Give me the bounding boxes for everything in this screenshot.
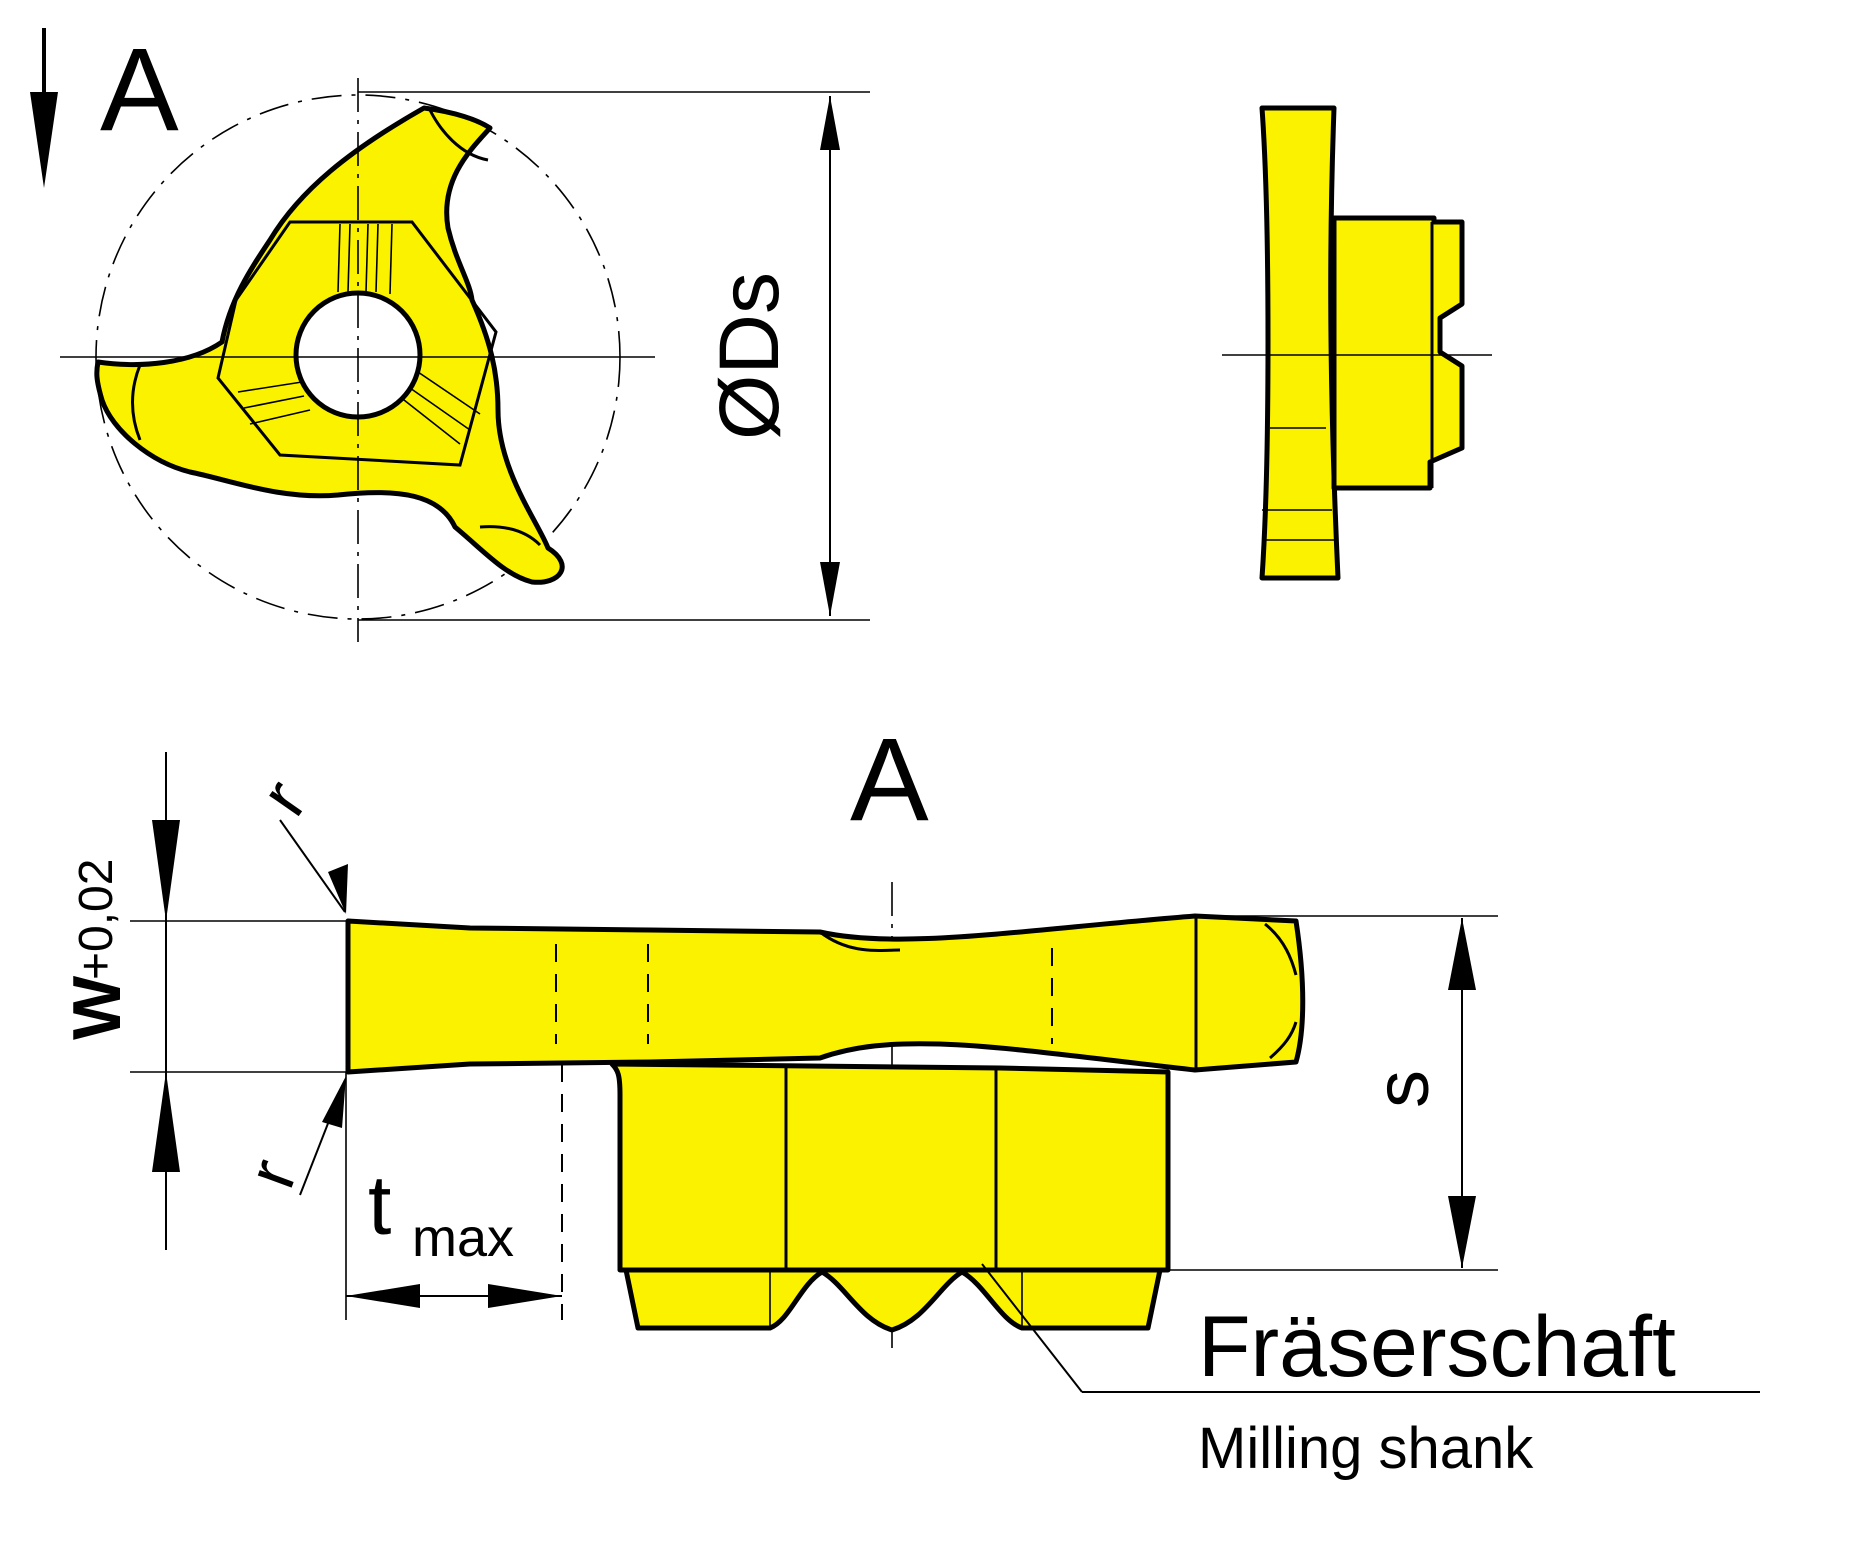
- width-dimension: [130, 752, 348, 1250]
- view-title: A: [850, 714, 929, 846]
- insert-side-view: [1222, 105, 1492, 581]
- height-dimension: [1100, 915, 1498, 1271]
- recess-ribs: [237, 223, 481, 445]
- shank-seat: [623, 1267, 1163, 1333]
- depth-subscript: max: [412, 1208, 514, 1268]
- blade-chipbreaker-top: [819, 930, 901, 952]
- height-label: s: [1360, 1070, 1445, 1108]
- view-direction-arrow: [30, 28, 58, 188]
- insert-body-block: [609, 1061, 1171, 1273]
- side-disc: [1259, 105, 1341, 581]
- shank-leader: [981, 1263, 1760, 1393]
- radius-label-bottom: r: [233, 1150, 312, 1197]
- diameter-label: ØDs: [702, 272, 796, 440]
- shank-label-en: Milling shank: [1198, 1416, 1534, 1481]
- depth-dimension: [345, 1064, 563, 1320]
- radius-leader-top: [279, 819, 348, 914]
- width-tolerance: +0,02: [70, 859, 123, 980]
- view-marker-label: A: [100, 24, 179, 156]
- insert-recess: [216, 220, 498, 467]
- insert-front-view: [60, 78, 655, 642]
- side-hub: [1331, 215, 1465, 491]
- blade-tip-arc-top: [1264, 922, 1298, 976]
- radius-label-top: r: [246, 766, 321, 828]
- blade-tip-arc-bottom: [1269, 1021, 1298, 1060]
- depth-label: t: [368, 1158, 391, 1252]
- diameter-dimension: [358, 91, 870, 621]
- width-label: W: [59, 975, 135, 1040]
- insert-view-a: [345, 882, 1306, 1348]
- lobe-tip-top: [428, 109, 489, 162]
- shank-label-de: Fräserschaft: [1198, 1299, 1676, 1395]
- lobe-tip-left: [131, 364, 142, 441]
- cutting-blade: [345, 913, 1306, 1075]
- lobe-tip-bottom: [479, 525, 542, 547]
- radius-leader-bottom: [299, 1076, 346, 1196]
